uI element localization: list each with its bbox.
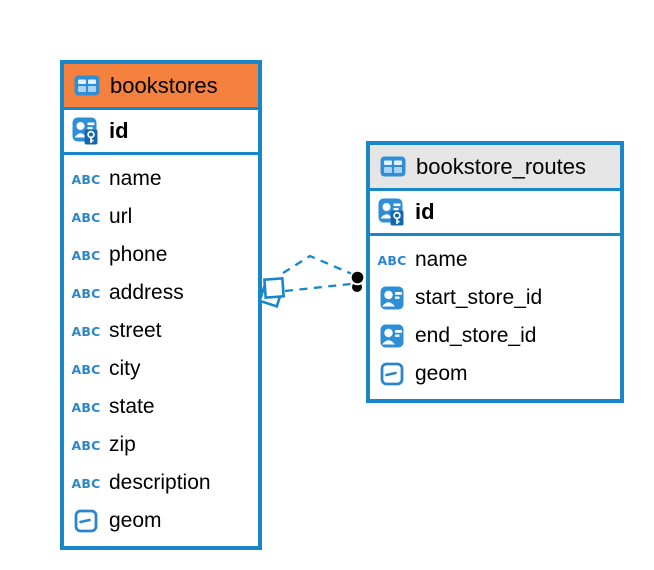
column-name: name xyxy=(415,248,468,271)
table-bookstores[interactable]: bookstores id ABC name ABC url ABC phone… xyxy=(60,60,262,550)
column-name: id xyxy=(415,199,435,224)
column-row[interactable]: id xyxy=(64,110,258,155)
primary-key-icon xyxy=(377,198,407,226)
table-icon xyxy=(72,75,102,96)
relationship-line[interactable] xyxy=(284,282,352,293)
text-type-icon: ABC xyxy=(71,247,101,263)
text-type-icon: ABC xyxy=(71,171,101,187)
column-row[interactable]: ABC url xyxy=(64,198,258,236)
table-header[interactable]: bookstore_routes xyxy=(370,145,620,191)
primary-key-icon xyxy=(71,117,101,145)
text-type-icon: ABC xyxy=(71,475,101,491)
column-name: geom xyxy=(109,509,162,532)
column-row[interactable]: geom xyxy=(64,502,258,540)
table-header[interactable]: bookstores xyxy=(64,64,258,110)
column-row[interactable]: ABC phone xyxy=(64,236,258,274)
column-row[interactable]: ABC zip xyxy=(64,426,258,464)
geometry-icon xyxy=(71,509,101,533)
table-name: bookstores xyxy=(110,72,218,98)
text-type-icon: ABC xyxy=(377,252,407,268)
table-bookstore-routes[interactable]: bookstore_routes id ABC name start_store… xyxy=(366,141,624,403)
column-list: ABC name start_store_id end_store_id geo… xyxy=(370,236,620,399)
column-name: street xyxy=(109,319,162,342)
column-list: ABC name ABC url ABC phone ABC address A… xyxy=(64,155,258,546)
foreign-key-icon xyxy=(377,324,407,348)
table-name: bookstore_routes xyxy=(416,153,586,179)
column-name: phone xyxy=(109,243,168,266)
column-row[interactable]: end_store_id xyxy=(370,317,620,355)
column-name: address xyxy=(109,281,184,304)
table-icon xyxy=(378,156,408,177)
text-type-icon: ABC xyxy=(71,209,101,225)
text-type-icon: ABC xyxy=(71,323,101,339)
column-row[interactable]: ABC address xyxy=(64,274,258,312)
column-name: geom xyxy=(415,362,468,385)
column-row[interactable]: id xyxy=(370,191,620,236)
text-type-icon: ABC xyxy=(71,361,101,377)
text-type-icon: ABC xyxy=(71,285,101,301)
column-row[interactable]: ABC street xyxy=(64,312,258,350)
geometry-icon xyxy=(377,362,407,386)
column-row[interactable]: ABC state xyxy=(64,388,258,426)
text-type-icon: ABC xyxy=(71,437,101,453)
column-row[interactable]: ABC description xyxy=(64,464,258,502)
foreign-key-icon xyxy=(377,286,407,310)
column-name: start_store_id xyxy=(415,286,543,309)
column-name: url xyxy=(109,205,133,228)
column-name: end_store_id xyxy=(415,324,537,347)
column-name: id xyxy=(109,118,129,143)
column-row[interactable]: ABC city xyxy=(64,350,258,388)
relationship-source-marker[interactable] xyxy=(258,277,285,308)
column-name: state xyxy=(109,395,155,418)
column-row[interactable]: geom xyxy=(370,355,620,393)
column-name: zip xyxy=(109,433,136,456)
column-name: name xyxy=(109,167,162,190)
column-row[interactable]: ABC name xyxy=(64,160,258,198)
column-name: description xyxy=(109,471,211,494)
column-row[interactable]: start_store_id xyxy=(370,279,620,317)
text-type-icon: ABC xyxy=(71,399,101,415)
column-row[interactable]: ABC name xyxy=(370,241,620,279)
column-name: city xyxy=(109,357,141,380)
relationship-target-marker[interactable] xyxy=(349,269,366,294)
relationship-line[interactable] xyxy=(282,254,353,276)
